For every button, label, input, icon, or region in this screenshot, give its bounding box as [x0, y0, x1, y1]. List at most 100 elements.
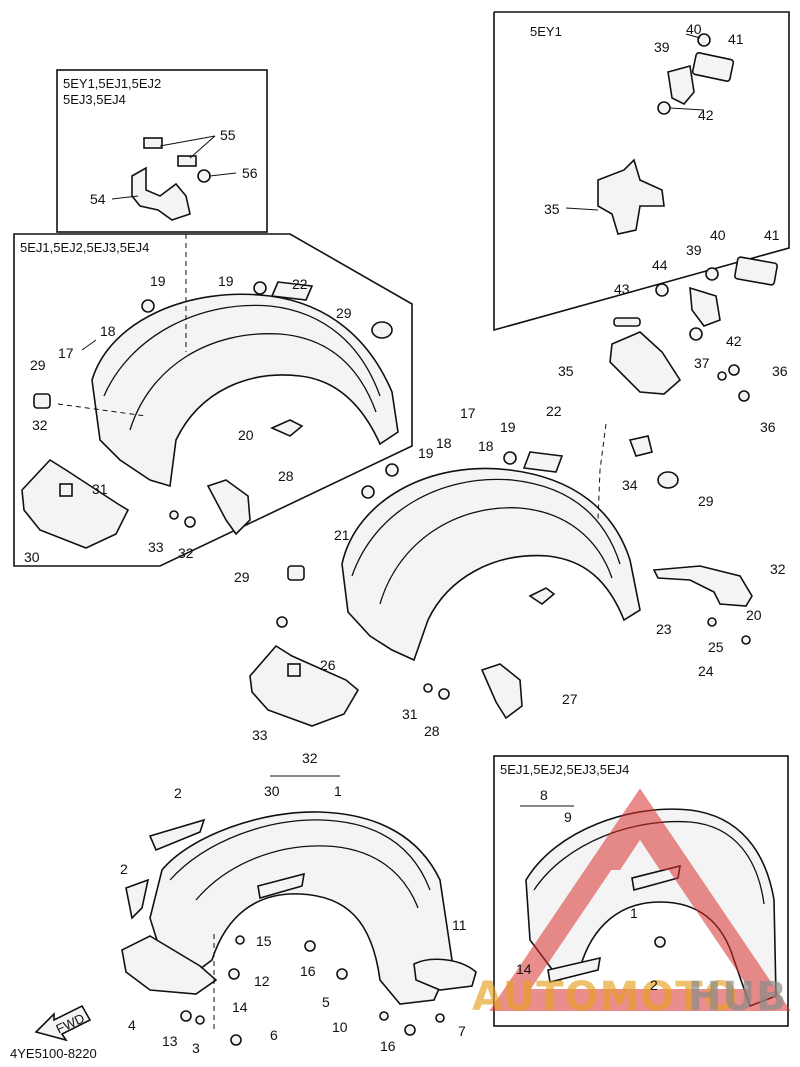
callout-2: 2	[120, 861, 128, 877]
rear-bolt-13	[228, 968, 240, 980]
callout-42: 42	[726, 333, 742, 349]
nut-part-42-b	[689, 327, 703, 341]
front-variant-emblem-20	[270, 419, 304, 437]
callout-19: 19	[500, 419, 516, 435]
callout-35: 35	[558, 363, 574, 379]
rear-variant-rail	[533, 820, 765, 905]
rivet-19-left	[385, 463, 399, 477]
callout-16: 16	[380, 1038, 396, 1054]
leader-55a	[159, 135, 216, 147]
washer-part-37	[717, 371, 727, 381]
fender-body-front	[341, 467, 641, 662]
front-variant-bolt-32	[184, 516, 196, 528]
washer-33-front	[423, 683, 433, 693]
front-variant-flap-30	[21, 458, 130, 549]
front-variant-fender-rail-b	[129, 333, 377, 431]
watermark-auto: AUTOMOTO	[472, 974, 739, 1020]
callout-32: 32	[32, 417, 48, 433]
callout-42: 42	[698, 107, 714, 123]
callout-7: 7	[458, 1023, 466, 1039]
callout-20: 20	[746, 607, 762, 623]
rivet-21	[361, 485, 375, 499]
washer-part-26	[707, 617, 717, 627]
callout-26: 26	[320, 657, 336, 673]
fwd-arrow: FWD	[34, 1004, 92, 1042]
stay-part-35	[597, 158, 665, 235]
watermark-peak-icon	[596, 808, 684, 870]
rear-variant-fender-body	[525, 808, 777, 1008]
rear-flap-3	[121, 935, 218, 995]
rear-fender-body	[149, 811, 453, 1005]
watermark-hub: HUB	[688, 974, 787, 1020]
callout-29: 29	[336, 305, 352, 321]
leader-42	[669, 107, 705, 111]
clip-part-34	[628, 435, 653, 457]
callout-28: 28	[424, 723, 440, 739]
box-rear-variant: 5EJ1,5EJ2,5EJ3,5EJ4	[493, 755, 789, 1027]
bracket-part-39-b	[689, 286, 721, 327]
callout-36: 36	[772, 363, 788, 379]
bolt-part-40-b	[705, 267, 719, 281]
callout-19: 19	[150, 273, 166, 289]
callout-11: 11	[452, 917, 467, 933]
callout-37: 37	[694, 355, 710, 371]
callout-32: 32	[178, 545, 194, 561]
rear-nut-10	[336, 968, 348, 980]
bracket-28-front	[480, 663, 523, 720]
grommet-29-right	[657, 471, 679, 489]
rubber-part-55a	[143, 137, 163, 149]
callout-19: 19	[218, 273, 234, 289]
leader-54	[111, 195, 139, 200]
spacer-part-43	[613, 317, 641, 327]
box-front-variant-title: 5EJ1,5EJ2,5EJ3,5EJ4	[20, 240, 149, 255]
callout-32: 32	[770, 561, 786, 577]
callout-35: 35	[544, 201, 560, 217]
callout-10: 10	[332, 1019, 348, 1035]
nut-part-44	[655, 283, 669, 297]
callout-23: 23	[656, 621, 672, 637]
callout-14: 14	[232, 999, 248, 1015]
front-variant-washer-33	[169, 510, 179, 520]
callout-31: 31	[402, 706, 418, 722]
rear-emblem-14	[257, 872, 305, 900]
callout-55: 55	[220, 127, 236, 143]
callout-28: 28	[278, 468, 294, 484]
callout-2: 2	[650, 977, 658, 993]
box-rear-variant-border	[493, 755, 789, 1027]
callout-8: 8	[540, 787, 548, 803]
grommet-29-front	[287, 565, 305, 581]
leader-55b	[189, 135, 216, 159]
dash-guide-b	[57, 403, 147, 417]
rear-variant-label-15	[547, 956, 601, 983]
callout-41: 41	[728, 31, 744, 47]
callout-15: 15	[256, 933, 272, 949]
emblem-20-front	[528, 587, 556, 605]
rear-fender-rail-a	[169, 819, 431, 891]
box-bracket-title-line1: 5EY1,5EJ1,5EJ2	[63, 76, 161, 91]
callout-18: 18	[478, 438, 494, 454]
leader-40	[685, 33, 701, 39]
callout-6: 6	[270, 1027, 278, 1043]
nut-part-42	[657, 101, 671, 115]
callout-22: 22	[292, 276, 308, 292]
screw-part-36a	[728, 364, 740, 376]
fender-rail-front-a	[351, 478, 621, 577]
reflector-part-41	[691, 52, 735, 82]
callout-1: 1	[334, 783, 342, 799]
callout-36: 36	[760, 419, 776, 435]
callout-25: 25	[708, 639, 724, 655]
callout-41: 41	[764, 227, 780, 243]
bolt-part-40	[697, 33, 711, 47]
callout-40: 40	[710, 227, 726, 243]
front-variant-fender-body	[91, 293, 399, 488]
callout-19: 19	[418, 445, 434, 461]
callout-12: 12	[254, 973, 270, 989]
box-front-variant: 5EJ1,5EJ2,5EJ3,5EJ4	[13, 233, 413, 567]
bolt-32-left	[276, 616, 288, 628]
callout-56: 56	[242, 165, 258, 181]
callout-24: 24	[698, 663, 714, 679]
box-rear-variant-title: 5EJ1,5EJ2,5EJ3,5EJ4	[500, 762, 629, 777]
callout-44: 44	[652, 257, 668, 273]
